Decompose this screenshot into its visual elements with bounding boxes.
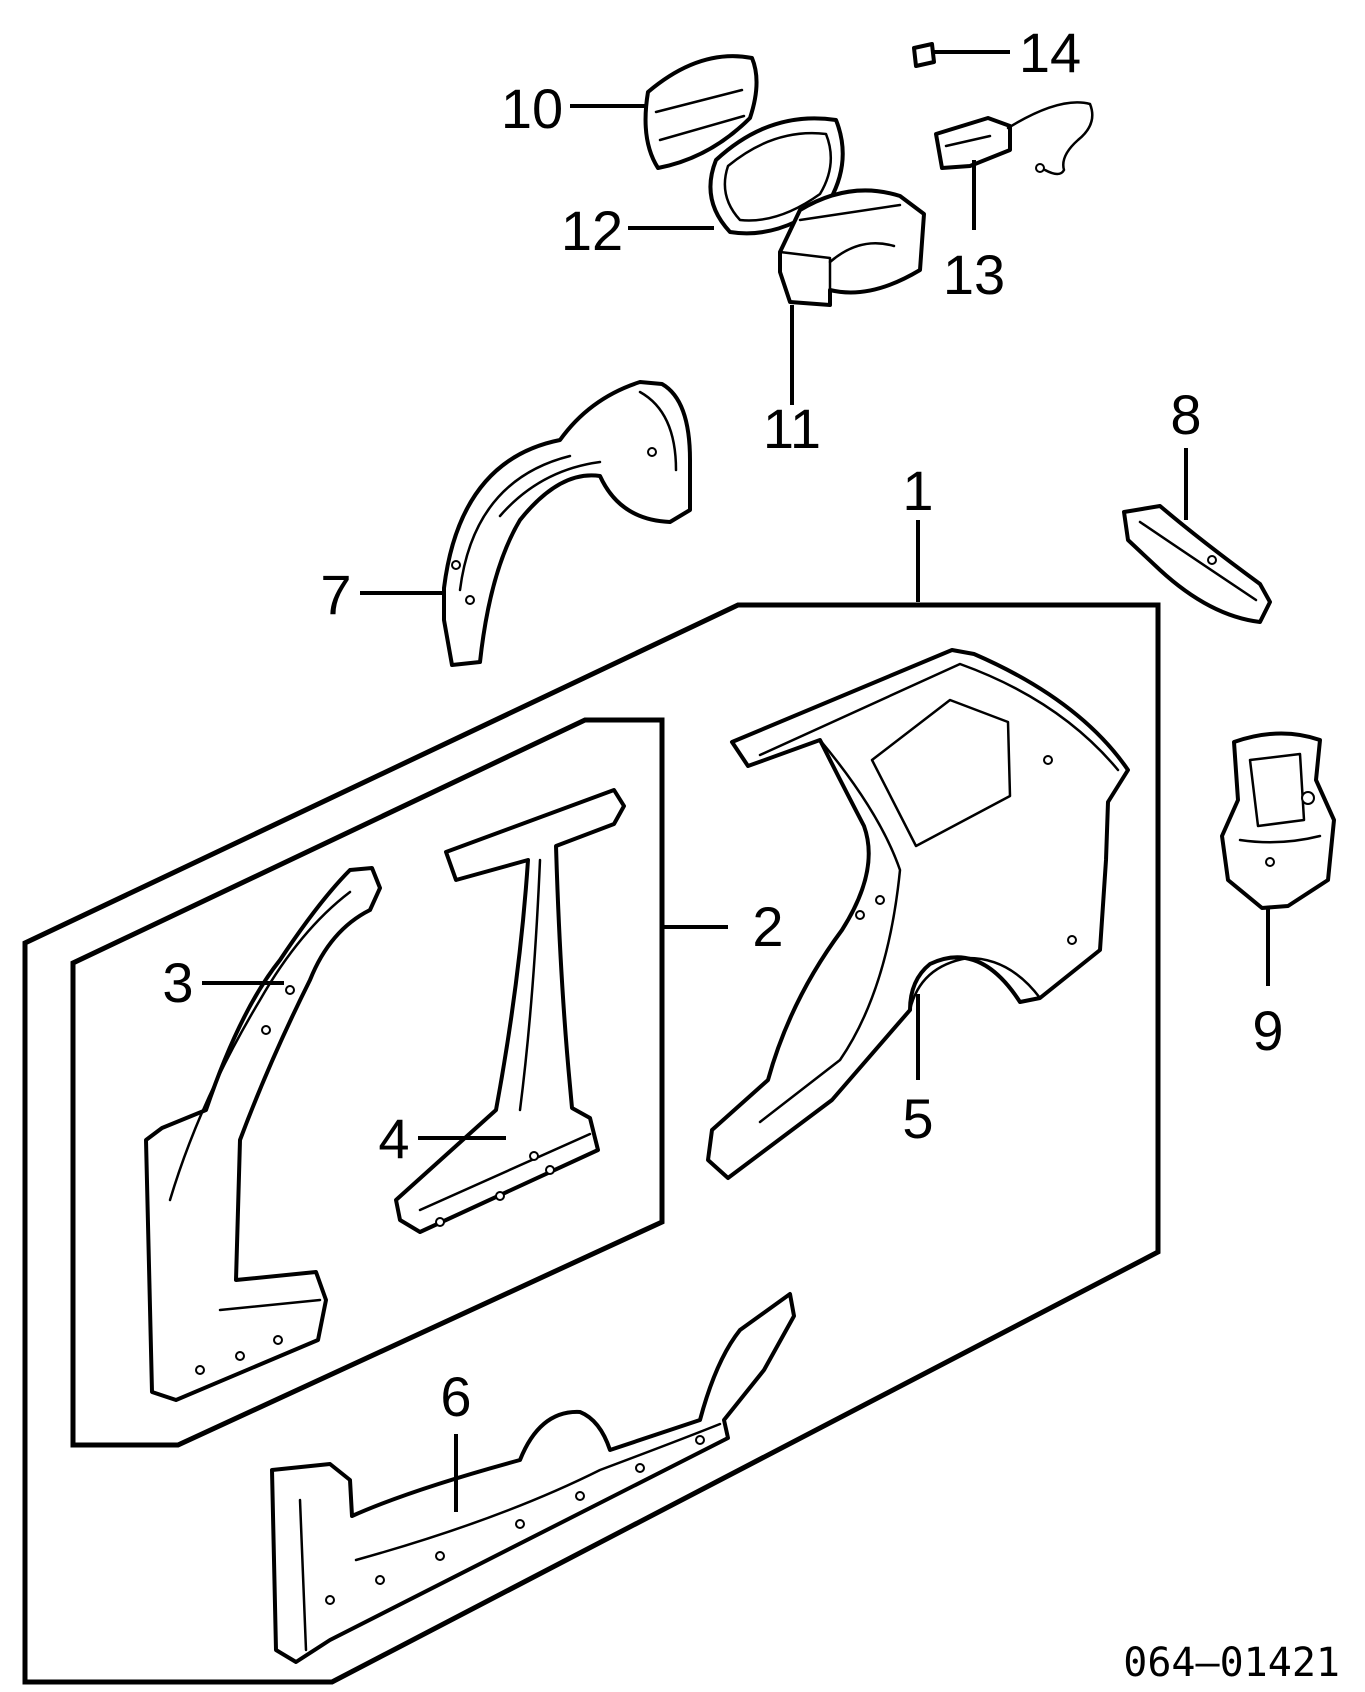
callout-10: 10: [501, 77, 563, 140]
callout-7: 7: [320, 563, 351, 626]
reference-code: 064—01421: [1123, 1640, 1340, 1686]
callout-1: 1: [902, 459, 933, 522]
callout-9: 9: [1252, 999, 1283, 1062]
roof-rail-part: [1122, 504, 1272, 624]
callout-4: 4: [378, 1107, 409, 1170]
callout-3: 3: [162, 951, 193, 1014]
rear-corner-extension-part: [1220, 731, 1336, 910]
callout-12: 12: [561, 199, 623, 262]
rocker-panel-part: [270, 1292, 796, 1664]
quarter-panel-part: [706, 648, 1130, 1180]
assembly-frame-outer: [22, 602, 1161, 1685]
callout-8: 8: [1170, 383, 1201, 446]
front-pillar-part: [144, 866, 382, 1402]
leader-lines: [202, 50, 1270, 1512]
center-pillar-part: [394, 788, 626, 1234]
callout-5: 5: [902, 1087, 933, 1150]
fuel-lid-actuator-part: [934, 101, 1094, 176]
rubber-bumper-part: [912, 42, 936, 68]
wheelhouse-panel-part: [442, 380, 692, 667]
assembly-frame-inner: [70, 717, 665, 1448]
callout-13: 13: [943, 243, 1005, 306]
callout-6: 6: [440, 1365, 471, 1428]
callout-14: 14: [1019, 21, 1081, 84]
fuel-filler-housing-part: [778, 188, 926, 307]
fuel-door-part: [643, 54, 759, 170]
callout-11: 11: [763, 397, 821, 460]
callout-2: 2: [752, 895, 783, 958]
